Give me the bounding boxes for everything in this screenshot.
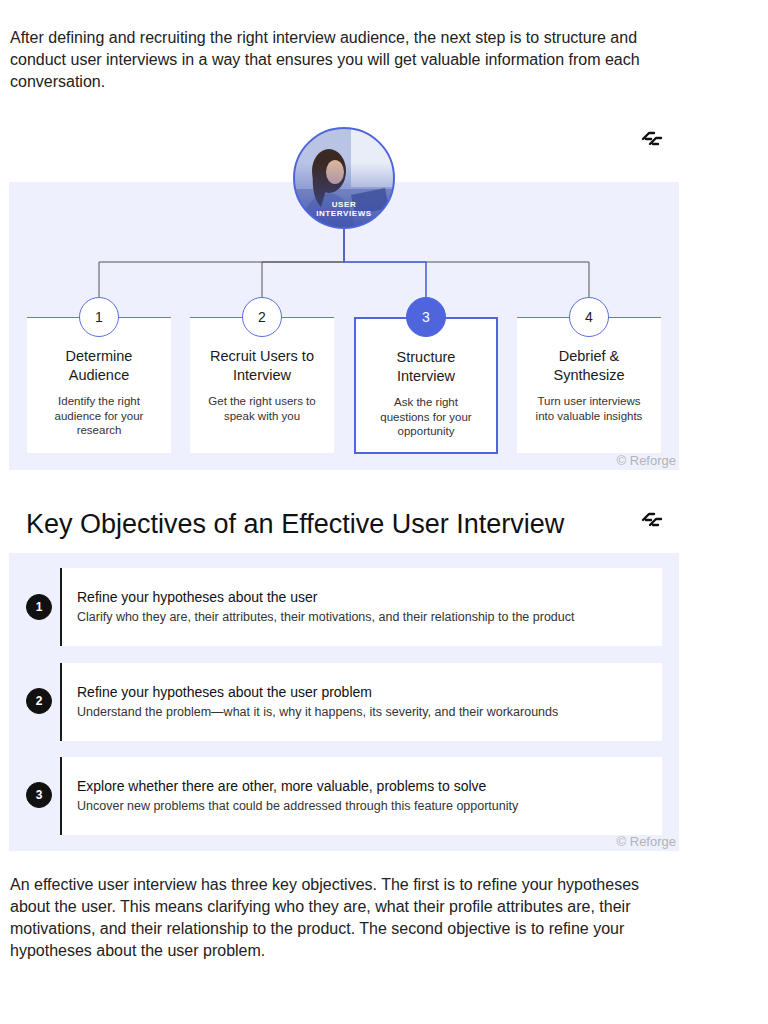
tree-connector: [344, 229, 589, 317]
hub-circle: USER INTERVIEWS: [293, 127, 395, 229]
body-paragraph: After defining and recruiting the right …: [10, 27, 682, 93]
circle-shape: [294, 128, 394, 228]
step-number: 1: [79, 297, 119, 337]
step-title: Structure Interview: [370, 348, 482, 386]
circle-shape: [27, 689, 52, 714]
objective-number-badge: 3: [26, 782, 52, 808]
step-number: 3: [406, 297, 446, 337]
step-number: 4: [569, 297, 609, 337]
objective-card: Refine your hypotheses about the user pr…: [60, 663, 662, 741]
objective-description: Understand the problem—what it is, why i…: [77, 704, 662, 720]
hub-label: USER INTERVIEWS: [314, 200, 374, 218]
step-number-badge: 4: [569, 297, 609, 337]
step-title: Recruit Users to Interview: [206, 347, 318, 385]
objective-number: 1: [26, 594, 52, 620]
objective-title: Refine your hypotheses about the user pr…: [77, 683, 662, 701]
objective-number-badge: 1: [26, 594, 52, 620]
step-number-badge: 3: [406, 297, 446, 337]
objective-card: Explore whether there are other, more va…: [60, 757, 662, 835]
logo-stroke: [643, 514, 654, 520]
tree-connector: [99, 229, 344, 317]
circle-shape: [27, 783, 52, 808]
step-description: Get the right users to speak with you: [207, 394, 317, 423]
step-box: 4Debrief & SynthesizeTurn user interview…: [517, 317, 661, 453]
step-description: Turn user interviews into valuable insig…: [534, 394, 644, 423]
copyright-note: © Reforge: [617, 834, 676, 850]
objective-number: 2: [26, 688, 52, 714]
section-title: Key Objectives of an Effective User Inte…: [26, 506, 564, 542]
step-box: 2Recruit Users to InterviewGet the right…: [190, 317, 334, 453]
copyright-note: © Reforge: [617, 453, 676, 469]
objective-description: Uncover new problems that could be addre…: [77, 798, 662, 814]
logo-stroke: [650, 519, 661, 525]
step-number: 2: [242, 297, 282, 337]
brand-logo: [641, 510, 663, 528]
step-description: Ask the right questions for your opportu…: [371, 395, 481, 439]
objective-title: Refine your hypotheses about the user: [77, 588, 662, 606]
diagram-panel: 1 Refine your hypotheses about the userCl…: [9, 553, 679, 851]
step-box: 3Structure InterviewAsk the right questi…: [354, 317, 498, 454]
photo-background: [293, 127, 395, 229]
objective-title: Explore whether there are other, more va…: [77, 777, 662, 795]
step-title: Determine Audience: [43, 347, 155, 385]
circle-shape: [570, 298, 609, 337]
step-number-badge: 1: [79, 297, 119, 337]
logo-stroke: [643, 133, 654, 139]
photo-shade: [293, 127, 395, 229]
tree-connector: [262, 229, 344, 317]
objective-number: 3: [26, 782, 52, 808]
step-description: Identify the right audience for your res…: [44, 394, 154, 438]
step-title: Debrief & Synthesize: [533, 347, 645, 385]
tree-connector: [344, 229, 426, 317]
objective-description: Clarify who they are, their attributes, …: [77, 609, 662, 625]
objective-card: Refine your hypotheses about the userCla…: [60, 568, 662, 646]
circle-shape: [27, 595, 52, 620]
logo-stroke: [650, 138, 661, 144]
step-box: 1Determine AudienceIdentify the right au…: [27, 317, 171, 453]
brand-logo: [641, 129, 663, 147]
circle-shape: [80, 298, 119, 337]
circle-shape: [407, 298, 446, 337]
step-number-badge: 2: [242, 297, 282, 337]
objective-number-badge: 2: [26, 688, 52, 714]
body-paragraph: An effective user interview has three ke…: [10, 874, 682, 962]
circle-shape: [243, 298, 282, 337]
